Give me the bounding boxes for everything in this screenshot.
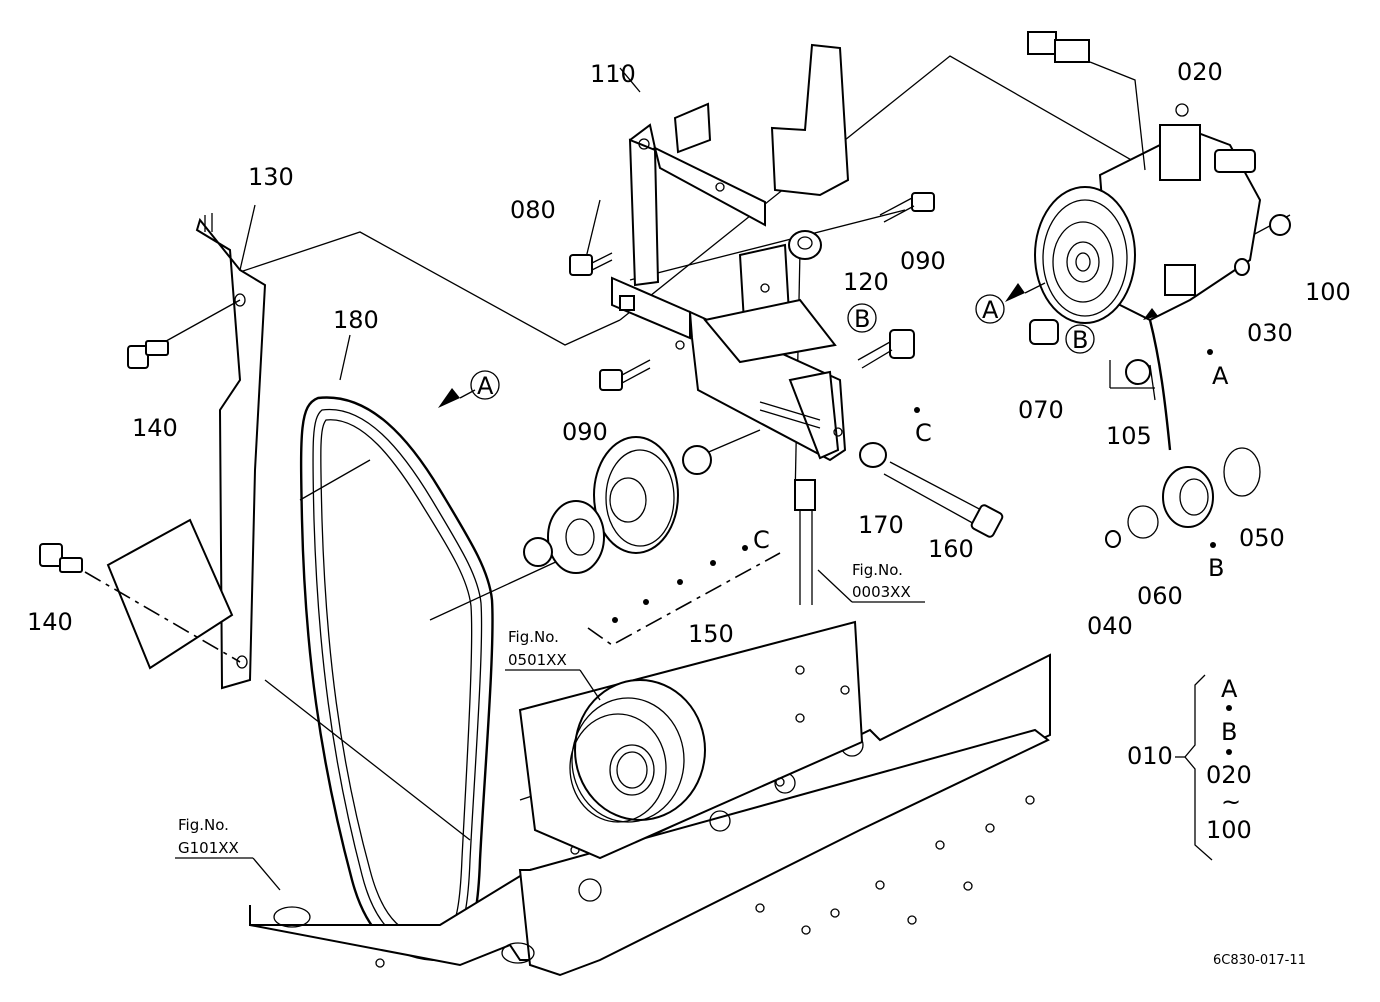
marker-b-group: B (1208, 554, 1224, 582)
label-080: 080 (510, 196, 556, 224)
svg-text:Fig.No.: Fig.No. (852, 561, 903, 579)
bolt-090-lower (599, 359, 651, 391)
group-legend: A B 020 ~ 100 (1175, 674, 1252, 861)
bolt-140-lower (39, 543, 83, 573)
diagram-code: 6C830-017-11 (1213, 953, 1306, 968)
hose-strap (770, 43, 850, 197)
bolt-030 (1234, 258, 1250, 276)
label-170: 170 (858, 511, 904, 539)
label-105: 105 (1106, 422, 1152, 450)
bolt-080 (569, 252, 613, 276)
bolt-140-upper (127, 340, 169, 369)
bolt-100 (1269, 214, 1291, 236)
svg-text:Fig.No.: Fig.No. (508, 628, 559, 646)
bracket-110 (611, 102, 847, 462)
label-140-lower: 140 (27, 608, 73, 636)
marker-c-bolt: C (915, 419, 932, 447)
circled-marker-a-comp: A (975, 294, 1005, 324)
label-140-upper: 140 (132, 414, 178, 442)
crank-pulley (569, 679, 706, 823)
svg-text:0501XX: 0501XX (508, 651, 567, 669)
bolt-070 (1029, 319, 1059, 345)
label-030: 030 (1247, 319, 1293, 347)
legend-b: B (1221, 718, 1237, 746)
label-160: 160 (928, 535, 974, 563)
v-belt-180 (299, 396, 494, 962)
svg-text:G101XX: G101XX (178, 839, 239, 857)
svg-text:B: B (854, 305, 870, 333)
tension-pulley-150 (523, 436, 781, 646)
nut-120 (788, 230, 822, 260)
stud-bolt (794, 479, 816, 605)
part-labels: 020 110 130 080 090 120 100 030 180 140 … (27, 58, 1351, 770)
fig-ref-g101xx: Fig.No. G101XX (175, 816, 281, 891)
label-010: 010 (1127, 742, 1173, 770)
bolt-090-upper (879, 192, 935, 223)
nut-105 (1125, 359, 1151, 385)
label-100: 100 (1305, 278, 1351, 306)
svg-text:B: B (1072, 326, 1088, 354)
svg-text:0003XX: 0003XX (852, 583, 911, 601)
arrow-a-comp (1005, 282, 1046, 302)
bearing-kit (1105, 447, 1261, 548)
engine-frame (249, 653, 1051, 977)
label-020: 020 (1177, 58, 1223, 86)
bolt-c (857, 329, 915, 369)
label-050: 050 (1239, 524, 1285, 552)
fig-ref-0501xx: Fig.No. 0501XX (505, 628, 601, 701)
marker-a-group: A (1212, 362, 1229, 390)
circled-marker-b-bracket: B (847, 303, 877, 333)
label-040: 040 (1087, 612, 1133, 640)
legend-end: 100 (1206, 816, 1252, 844)
label-150: 150 (688, 620, 734, 648)
marker-c-pulley: C (753, 526, 770, 554)
label-110: 110 (590, 60, 636, 88)
label-070: 070 (1018, 396, 1064, 424)
svg-text:A: A (982, 296, 999, 324)
dot-c (914, 407, 920, 413)
mounting-plate-130 (84, 213, 267, 690)
svg-text:Fig.No.: Fig.No. (178, 816, 229, 834)
compressor-020 (1027, 31, 1262, 324)
circled-marker-b-comp: B (1065, 324, 1095, 354)
svg-text:A: A (477, 372, 494, 400)
label-120: 120 (843, 268, 889, 296)
label-090-lower: 090 (562, 418, 608, 446)
label-180: 180 (333, 306, 379, 334)
curved-arrow (1143, 308, 1172, 451)
label-090-upper: 090 (900, 247, 946, 275)
legend-tilde: ~ (1221, 788, 1241, 816)
label-130: 130 (248, 163, 294, 191)
nut-170 (859, 442, 887, 468)
legend-start: 020 (1206, 761, 1252, 789)
dot-a (1207, 349, 1213, 355)
label-060: 060 (1137, 582, 1183, 610)
circled-marker-a-belt: A (470, 370, 500, 400)
fig-ref-0003xx: Fig.No. 0003XX (817, 561, 925, 603)
legend-a: A (1221, 675, 1238, 703)
arrow-a-belt (438, 388, 476, 408)
bolt-160 (883, 461, 1004, 538)
